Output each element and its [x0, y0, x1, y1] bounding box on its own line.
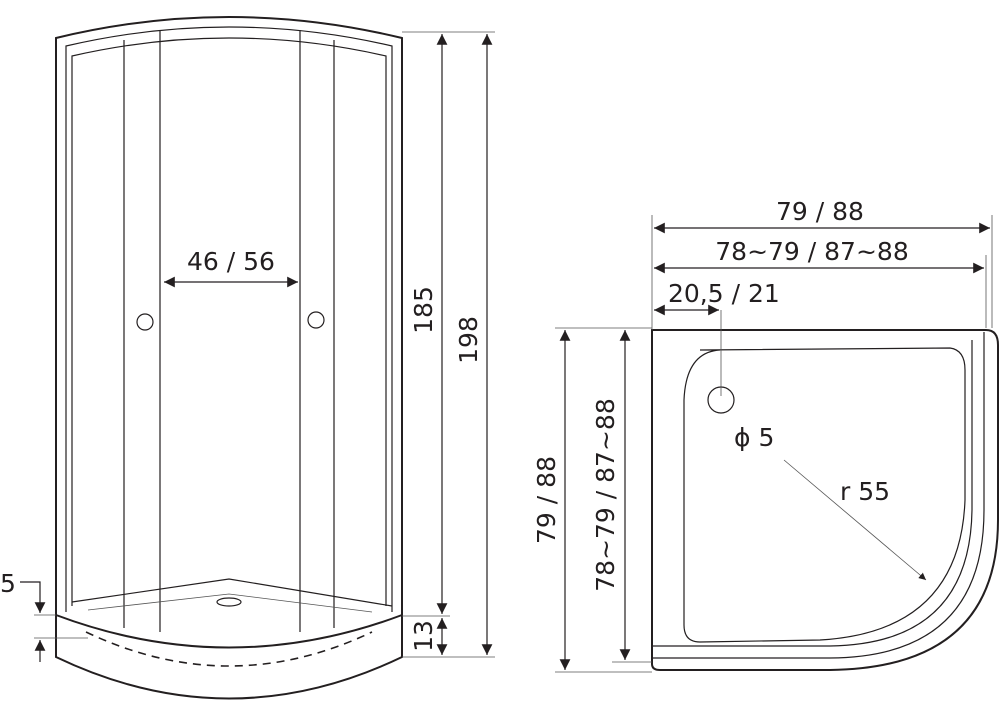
tray-plinth — [55, 615, 403, 700]
tray-back-edge — [71, 578, 393, 607]
cabin-outer-frame — [55, 16, 403, 615]
width-range-label: 78~79 / 87~88 — [715, 237, 908, 266]
drain-icon — [216, 597, 242, 607]
depth-label: 79 / 88 — [532, 456, 561, 544]
tray-height-label: 13 — [409, 620, 438, 652]
door-handle-icon — [307, 311, 325, 329]
height-total-label: 198 — [454, 316, 483, 364]
drain-offset-label: 20,5 / 21 — [668, 279, 780, 308]
door-handle-icon — [136, 313, 154, 331]
top-view-tray: ϕ 5 r 55 — [651, 310, 999, 671]
height-inner-label: 185 — [409, 286, 438, 334]
tray-step-label: 5 — [0, 569, 16, 598]
depth-range-label: 78~79 / 87~88 — [591, 398, 620, 591]
tray-top-edge — [55, 614, 403, 649]
front-dimensions: 46 / 56 185 198 13 5 — [0, 31, 495, 662]
width-label: 79 / 88 — [776, 197, 864, 226]
radius-label: r 55 — [840, 477, 890, 506]
front-view-cabin — [55, 16, 403, 700]
tray-basin — [683, 347, 966, 643]
drain-diameter-label: ϕ 5 — [734, 423, 774, 452]
tray-outline — [651, 329, 999, 671]
top-dimensions: 79 / 88 78~79 / 87~88 20,5 / 21 79 / 88 … — [532, 197, 993, 673]
cabin-inner-frame — [65, 26, 393, 612]
door-width-label: 46 / 56 — [187, 247, 275, 276]
